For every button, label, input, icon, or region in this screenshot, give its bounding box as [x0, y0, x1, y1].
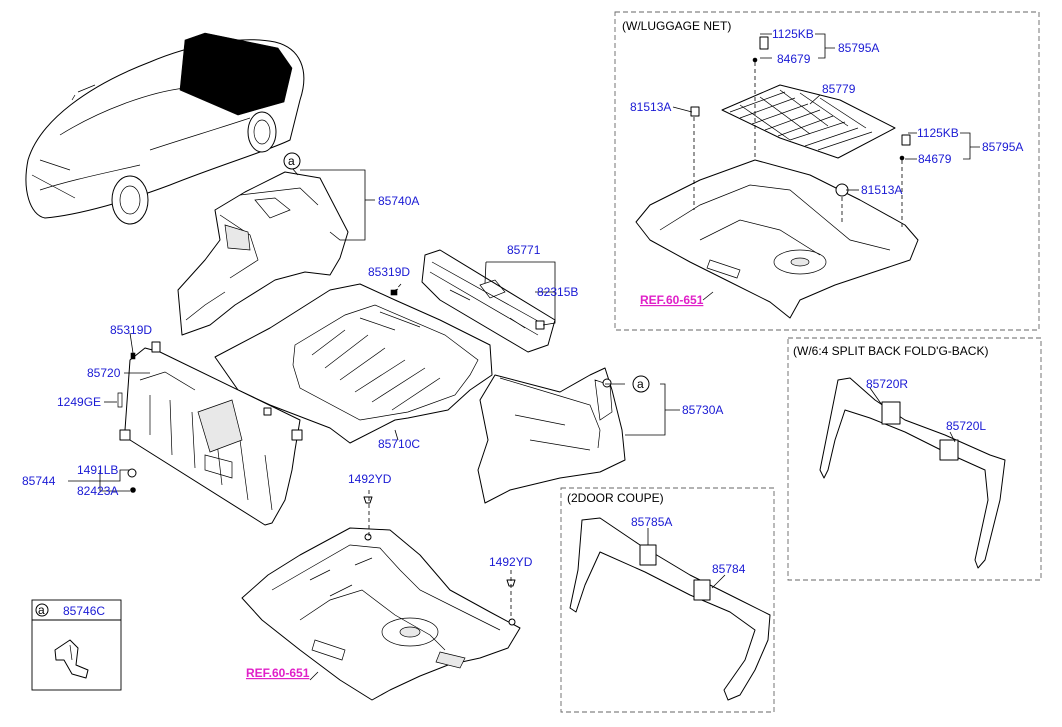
part-label: 84679: [777, 52, 811, 66]
part-label: 85319D: [368, 265, 410, 279]
part-label: 85720: [87, 366, 121, 380]
section-headers: (W/LUGGAGE NET) (W/6:4 SPLIT BACK FOLD'G…: [567, 19, 988, 505]
part-label: 85744: [22, 474, 56, 488]
part-label: 85795A: [982, 140, 1023, 154]
split-back-section: [787, 337, 1042, 581]
legend-box: [31, 599, 122, 691]
part-label: 85785A: [631, 515, 672, 529]
part-label: 85720L: [946, 419, 986, 433]
part-label: 85319D: [110, 323, 152, 337]
part-label: 1125KB: [772, 27, 814, 41]
part-labels: 85746C 85740A 85771 85319D 82315B 85319D…: [22, 27, 1023, 618]
part-label: 81513A: [861, 183, 902, 197]
reference-link[interactable]: REF.60-651: [640, 293, 704, 307]
part-label: 85710C: [378, 437, 420, 451]
door-coupe-section: [560, 487, 775, 713]
vehicle-illustration: [25, 32, 305, 225]
trunk-side-trim-right: [477, 367, 626, 504]
part-label: 82423A: [77, 484, 118, 498]
part-label: 1492YD: [489, 555, 533, 569]
part-label: 81513A: [630, 100, 671, 114]
callout-letter: a: [288, 154, 295, 168]
callout-markers: [283, 152, 650, 393]
trunk-floor-panel: [241, 527, 521, 701]
part-label: 84679: [918, 152, 952, 166]
trunk-floor-mat: [214, 283, 493, 444]
part-label: 85779: [822, 82, 856, 96]
part-label: 85746C: [63, 604, 105, 618]
reference-links: REF.60-651 REF.60-651: [246, 293, 704, 680]
fasteners-main: [117, 352, 516, 587]
reference-link[interactable]: REF.60-651: [246, 666, 310, 680]
part-label: 85730A: [682, 403, 723, 417]
trunk-front-trim: [119, 341, 303, 526]
trunk-side-trim-left: [177, 171, 349, 336]
part-label: 1125KB: [917, 126, 959, 140]
part-label: 82315B: [537, 285, 578, 299]
section-header-door-coupe: (2DOOR COUPE): [567, 491, 664, 505]
part-label: 85720R: [866, 377, 908, 391]
callout-letter: a: [637, 377, 644, 391]
luggage-net-section: [614, 11, 1040, 331]
section-header-split-back: (W/6:4 SPLIT BACK FOLD'G-BACK): [793, 344, 988, 358]
part-label: 85740A: [378, 194, 419, 208]
part-label: 85784: [712, 562, 746, 576]
legend-letter: a: [38, 603, 45, 617]
section-header-luggage-net: (W/LUGGAGE NET): [622, 19, 731, 33]
part-label: 1492YD: [348, 472, 392, 486]
part-label: 85795A: [838, 41, 879, 55]
callout-letters: a a a: [38, 154, 644, 617]
part-label: 85771: [507, 243, 541, 257]
part-label: 1249GE: [57, 395, 101, 409]
part-label: 1491LB: [77, 463, 118, 477]
